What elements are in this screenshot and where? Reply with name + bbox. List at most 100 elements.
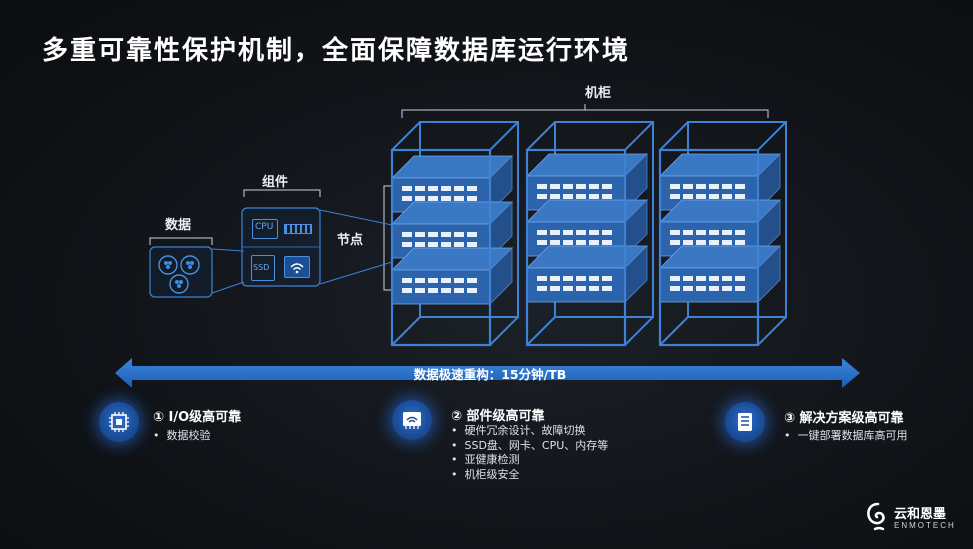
server-bay (683, 184, 693, 189)
rack-edge (757, 121, 787, 151)
network-card-icon (284, 256, 310, 278)
server-bay (467, 288, 477, 293)
server-bay (696, 240, 706, 245)
server-bay (537, 286, 547, 291)
server-bay (576, 276, 586, 281)
server-bay (709, 194, 719, 199)
server-bay (735, 184, 745, 189)
server-bay (683, 230, 693, 235)
server-bay (735, 194, 745, 199)
server-bay (454, 186, 464, 191)
server-bay (454, 288, 464, 293)
server-bay (670, 240, 680, 245)
feature-component-list: 硬件冗余设计、故障切换 SSD盘、网卡、CPU、内存等 亚健康检测 机柜级安全 (451, 424, 609, 483)
server-bay (550, 240, 560, 245)
server-bay (402, 288, 412, 293)
rack-edge (391, 121, 421, 151)
component-brace (243, 189, 321, 197)
server-bay (670, 184, 680, 189)
cabinet-brace (401, 104, 769, 118)
server-bay (467, 242, 477, 247)
server-bay (537, 184, 547, 189)
server-bay (537, 230, 547, 235)
list-item: 硬件冗余设计、故障切换 (451, 424, 608, 439)
server-bay (402, 232, 412, 237)
server-front-face (391, 269, 491, 305)
list-item: 机柜级安全 (451, 468, 608, 483)
network-card-icon (392, 400, 432, 440)
server-bay (722, 194, 732, 199)
server-bay (576, 240, 586, 245)
server-bay (670, 230, 680, 235)
rack-edge (391, 316, 421, 346)
server-bay (415, 232, 425, 237)
server-node (659, 199, 781, 257)
server-bay (563, 230, 573, 235)
server-bay (602, 194, 612, 199)
server-bay (402, 186, 412, 191)
server-bay (576, 286, 586, 291)
feature-solution-list: 一键部署数据库高可用 (784, 429, 908, 444)
data-cluster-icon (158, 255, 200, 294)
server-racks (390, 121, 787, 347)
server-bay (550, 194, 560, 199)
server-bay (722, 184, 732, 189)
server-front-face (659, 267, 759, 303)
server-bay (709, 276, 719, 281)
server-bay (537, 276, 547, 281)
server-bay (563, 286, 573, 291)
cpu-icon-label: CPU (255, 222, 274, 232)
server-bay (441, 278, 451, 283)
feature-solution-title: ③ 解决方案级高可靠 (784, 411, 904, 426)
server-bay (415, 196, 425, 201)
server-bay (415, 278, 425, 283)
server-bay (735, 240, 745, 245)
feature-io-title: ① I/O级高可靠 (153, 410, 242, 425)
chip-icon (99, 402, 139, 442)
server-bay (563, 184, 573, 189)
feature-component-title: ② 部件级高可靠 (451, 409, 545, 424)
server-bay (589, 194, 599, 199)
server-bay (467, 186, 477, 191)
server-bay (454, 196, 464, 201)
server-bay (428, 196, 438, 201)
list-item: SSD盘、网卡、CPU、内存等 (451, 439, 609, 454)
server-bay (576, 194, 586, 199)
server-bay (722, 286, 732, 291)
rack-edge (526, 316, 556, 346)
server-bay (402, 242, 412, 247)
server-bay (428, 278, 438, 283)
rack-edge (624, 316, 654, 346)
server-bay (602, 286, 612, 291)
server-bay (696, 184, 706, 189)
server-bay (589, 184, 599, 189)
server-bay (735, 286, 745, 291)
rack-edge (659, 316, 689, 346)
server-bay (670, 286, 680, 291)
server-bay (589, 240, 599, 245)
server-bay (670, 276, 680, 281)
server-bay (467, 278, 477, 283)
server-node (659, 245, 781, 303)
server-bay (467, 232, 477, 237)
server-bay (589, 286, 599, 291)
server-bay (696, 276, 706, 281)
server-bay (696, 286, 706, 291)
server-bay (683, 194, 693, 199)
server-bay (709, 240, 719, 245)
data-to-component-connector (211, 248, 245, 294)
rack-edge (489, 316, 519, 346)
server-bay (441, 196, 451, 201)
server-bay (537, 194, 547, 199)
cabinet-rack (658, 121, 787, 347)
cabinet-label: 机柜 (585, 86, 612, 101)
server-bay (428, 186, 438, 191)
server-bay (467, 196, 477, 201)
server-bay (563, 240, 573, 245)
page-title: 多重可靠性保护机制，全面保障数据库运行环境 (42, 36, 631, 66)
server-bay (709, 286, 719, 291)
server-bay (670, 194, 680, 199)
logo-cn: 云和恩墨 (894, 507, 947, 522)
server-bay (683, 240, 693, 245)
server-bay (602, 230, 612, 235)
